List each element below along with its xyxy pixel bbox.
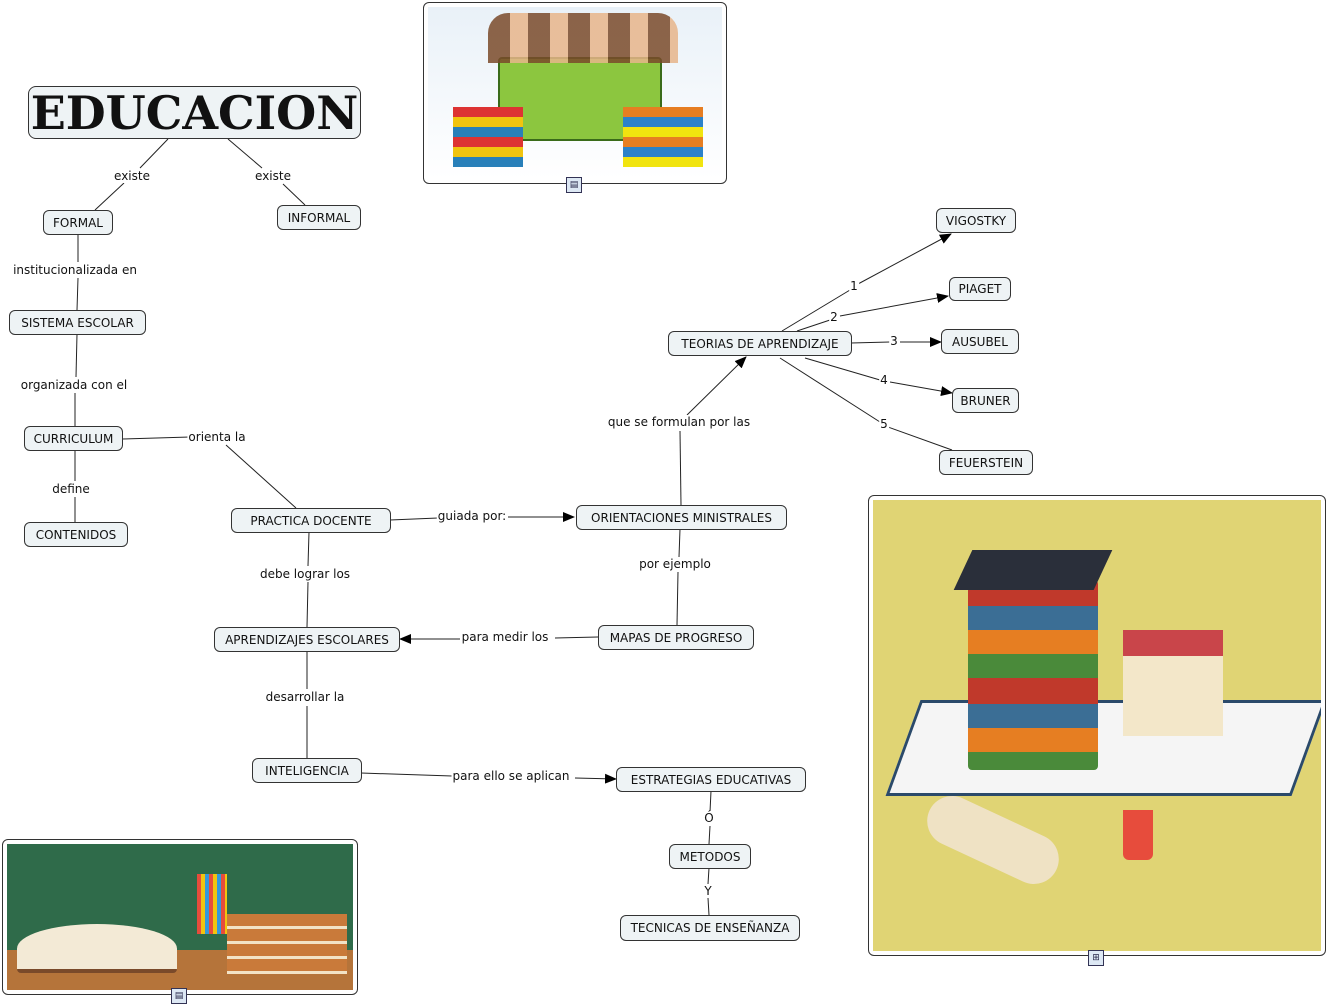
chalkboard-books-illustration <box>7 844 353 990</box>
concept-estrategias-educativas[interactable]: ESTRATEGIAS EDUCATIVAS <box>616 767 806 792</box>
concept-contenidos[interactable]: CONTENIDOS <box>24 522 128 547</box>
concept-formal[interactable]: FORMAL <box>43 210 113 235</box>
concept-curriculum[interactable]: CURRICULUM <box>24 426 123 451</box>
link-debe-lograr[interactable]: debe lograr los <box>258 567 352 581</box>
link-orienta[interactable]: orienta la <box>187 430 247 444</box>
link-2[interactable]: 2 <box>829 310 839 324</box>
link-existe-informal[interactable]: existe <box>254 169 292 183</box>
concept-practica-docente[interactable]: PRACTICA DOCENTE <box>231 508 391 533</box>
concept-orientaciones-ministrales[interactable]: ORIENTACIONES MINISTRALES <box>576 505 787 530</box>
link-existe-formal[interactable]: existe <box>113 169 151 183</box>
concept-vigostky[interactable]: VIGOSTKY <box>936 208 1016 233</box>
link-por-ejemplo[interactable]: por ejemplo <box>638 557 712 571</box>
link-guiada[interactable]: guiada por: <box>436 509 508 523</box>
concept-sistema-escolar[interactable]: SISTEMA ESCOLAR <box>9 310 146 335</box>
link-para-ello[interactable]: para ello se aplican <box>451 769 571 783</box>
concept-feuerstein[interactable]: FEUERSTEIN <box>939 450 1033 475</box>
concept-inteligencia[interactable]: INTELIGENCIA <box>252 758 362 783</box>
image-chalkboard-books[interactable] <box>2 839 358 995</box>
resource-icon[interactable]: ▤ <box>566 177 582 193</box>
concept-teorias-de-aprendizaje[interactable]: TEORIAS DE APRENDIZAJE <box>668 331 852 356</box>
link-organizada[interactable]: organizada con el <box>19 378 129 392</box>
image-graduation-books[interactable] <box>868 495 1326 956</box>
concept-ausubel[interactable]: AUSUBEL <box>941 329 1019 354</box>
link-formulan[interactable]: que se formulan por las <box>606 415 752 429</box>
concept-mapas-de-progreso[interactable]: MAPAS DE PROGRESO <box>598 625 754 650</box>
graduation-books-illustration <box>873 500 1321 951</box>
link-1[interactable]: 1 <box>849 279 859 293</box>
link-institucionalizada[interactable]: institucionalizada en <box>12 263 138 277</box>
concept-piaget[interactable]: PIAGET <box>949 277 1011 301</box>
resource-icon[interactable]: ⊞ <box>1088 950 1104 966</box>
children-reading-illustration <box>428 7 722 179</box>
link-define[interactable]: define <box>51 482 91 496</box>
link-y[interactable]: Y <box>703 884 713 898</box>
concept-aprendizajes-escolares[interactable]: APRENDIZAJES ESCOLARES <box>214 627 400 652</box>
link-5[interactable]: 5 <box>879 417 889 431</box>
link-3[interactable]: 3 <box>889 334 899 348</box>
concept-educacion[interactable]: EDUCACION <box>28 86 361 140</box>
concept-tecnicas-de-ensenanza[interactable]: TECNICAS DE ENSEÑANZA <box>620 915 800 941</box>
concept-metodos[interactable]: METODOS <box>669 844 751 869</box>
concept-bruner[interactable]: BRUNER <box>952 388 1019 413</box>
image-children-reading[interactable] <box>423 2 727 184</box>
resource-icon[interactable]: ▤ <box>171 988 187 1004</box>
link-desarrollar[interactable]: desarrollar la <box>264 690 346 704</box>
concept-informal[interactable]: INFORMAL <box>277 205 361 230</box>
link-o[interactable]: Ó <box>703 811 715 825</box>
link-4[interactable]: 4 <box>879 373 889 387</box>
link-para-medir[interactable]: para medir los <box>460 630 550 644</box>
